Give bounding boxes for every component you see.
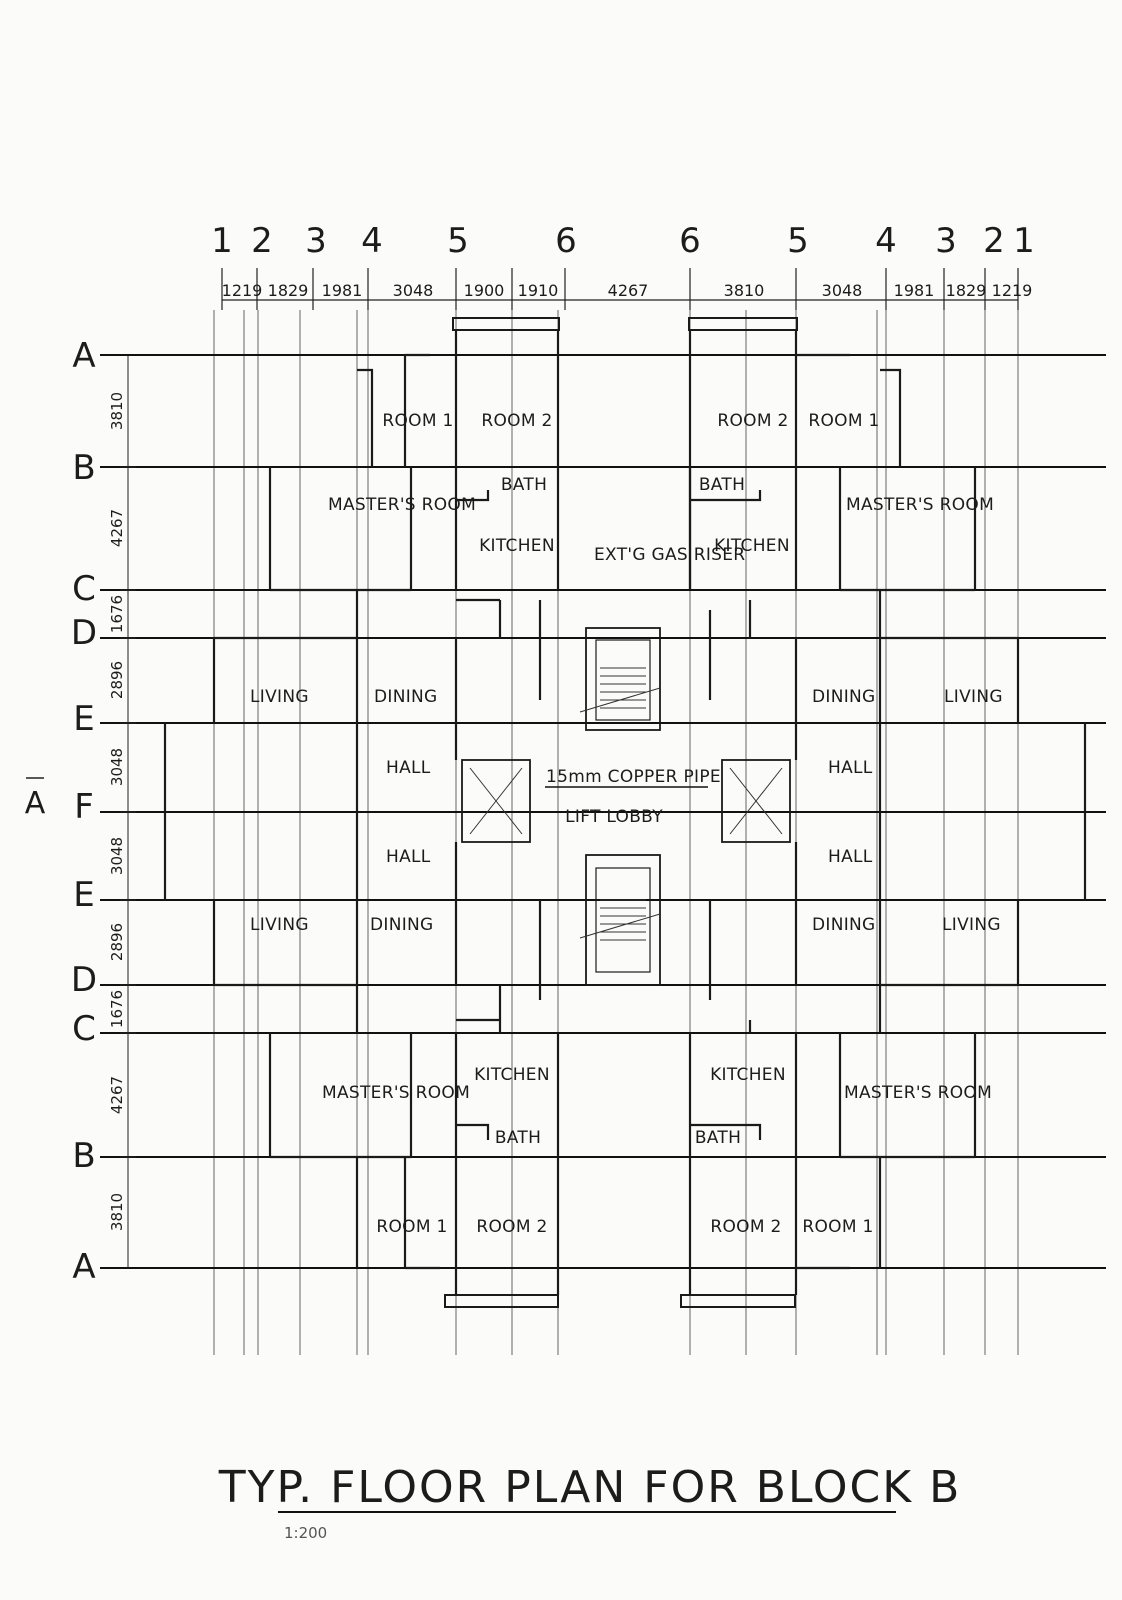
room-label: DINING: [812, 687, 876, 707]
room-label: LIVING: [250, 915, 309, 935]
room-label: BATH: [695, 1128, 741, 1148]
grid-col-label: 2: [983, 221, 1005, 261]
column-dimension: 1981: [894, 281, 935, 300]
room-label: ROOM 2: [476, 1217, 547, 1237]
room-labels: ROOM 1 ROOM 2 ROOM 2 ROOM 1 BATH BATH MA…: [250, 411, 1003, 1237]
row-dimension: 3810: [108, 1193, 126, 1231]
room-label: LIFT LOBBY: [565, 807, 663, 827]
grid-row-label: C: [72, 569, 96, 609]
room-label: BATH: [495, 1128, 541, 1148]
room-label: BATH: [699, 475, 745, 495]
room-label: LIVING: [944, 687, 1003, 707]
stair-treads: [579, 667, 661, 941]
room-label: EXT'G GAS RISER: [594, 545, 745, 565]
grid-col-label: 3: [935, 221, 957, 261]
drawing-scale: 1:200: [284, 1524, 327, 1542]
row-dimension-values: 3810 4267 1676 2896 3048 3048 2896 1676 …: [108, 392, 126, 1231]
column-dimension: 1900: [464, 281, 505, 300]
grid-col-label: 1: [1013, 221, 1035, 261]
grid-row-label: F: [74, 787, 94, 827]
grid-row-label: C: [72, 1009, 96, 1049]
column-grid-labels: 1 2 3 4 5 6 6 5 4 3 2 1: [211, 221, 1035, 261]
room-label: MASTER'S ROOM: [328, 495, 476, 515]
walls: [163, 317, 1087, 1308]
row-dimension: 1676: [108, 595, 126, 633]
room-label: BATH: [501, 475, 547, 495]
row-dimension: 3048: [108, 837, 126, 875]
room-label: ROOM 2: [710, 1217, 781, 1237]
room-label: KITCHEN: [474, 1065, 550, 1085]
room-label: ROOM 1: [382, 411, 453, 431]
left-dimension-chain: [120, 355, 136, 1268]
grid-row-label: D: [71, 613, 97, 653]
row-dimension: 3048: [108, 748, 126, 786]
room-label: DINING: [370, 915, 434, 935]
section-mark-label: A: [25, 786, 46, 821]
grid-col-label: 5: [447, 221, 469, 261]
grid-row-label: D: [71, 960, 97, 1000]
grid-row-label: B: [72, 448, 95, 488]
column-dimension: 1219: [992, 281, 1033, 300]
grid-col-label: 2: [251, 221, 273, 261]
room-label: ROOM 2: [717, 411, 788, 431]
grid-col-label: 5: [787, 221, 809, 261]
room-label: KITCHEN: [710, 1065, 786, 1085]
grid-col-label: 6: [679, 221, 701, 261]
row-dimension: 4267: [108, 509, 126, 547]
drawing-title-block: TYP. FLOOR PLAN FOR BLOCK B 1:200: [218, 1462, 962, 1542]
column-dimension: 1981: [322, 281, 363, 300]
row-grid-labels: A B C D E F E D C B A: [71, 336, 97, 1287]
column-dimension: 4267: [608, 281, 649, 300]
room-label: DINING: [374, 687, 438, 707]
row-dimension: 2896: [108, 923, 126, 961]
grid-col-label: 6: [555, 221, 577, 261]
grid-col-label: 3: [305, 221, 327, 261]
grid-row-label: B: [72, 1136, 95, 1176]
room-label: LIVING: [250, 687, 309, 707]
row-dimension: 1676: [108, 990, 126, 1028]
section-mark: A: [25, 777, 46, 821]
drawing-title: TYP. FLOOR PLAN FOR BLOCK B: [218, 1462, 962, 1513]
room-label: HALL: [828, 847, 873, 867]
column-dimension: 3810: [724, 281, 765, 300]
room-label: KITCHEN: [714, 536, 790, 556]
room-label: DINING: [812, 915, 876, 935]
top-dimension-chain: [221, 268, 1019, 310]
row-dimension: 3810: [108, 392, 126, 430]
room-label: HALL: [386, 758, 431, 778]
room-label: ROOM 1: [802, 1217, 873, 1237]
grid-row-label: A: [72, 336, 95, 376]
grid-row-label: E: [73, 699, 94, 739]
grid-row-label: E: [73, 875, 94, 915]
room-label: HALL: [386, 847, 431, 867]
grid-col-label: 1: [211, 221, 233, 261]
room-label: ROOM 1: [808, 411, 879, 431]
grid-row-label: A: [72, 1247, 95, 1287]
room-label: ROOM 1: [376, 1217, 447, 1237]
column-dimension-values: 1219 1829 1981 3048 1900 1910 4267 3810 …: [222, 281, 1033, 300]
column-dimension: 1829: [946, 281, 987, 300]
column-dimension: 3048: [393, 281, 434, 300]
room-label: HALL: [828, 758, 873, 778]
room-label: LIVING: [942, 915, 1001, 935]
room-label: MASTER'S ROOM: [322, 1083, 470, 1103]
grid-col-label: 4: [361, 221, 383, 261]
room-label: ROOM 2: [481, 411, 552, 431]
column-dimension: 1219: [222, 281, 263, 300]
room-label: KITCHEN: [479, 536, 555, 556]
room-label: MASTER'S ROOM: [844, 1083, 992, 1103]
room-label: MASTER'S ROOM: [846, 495, 994, 515]
row-dimension: 2896: [108, 661, 126, 699]
grid-col-label: 4: [875, 221, 897, 261]
column-dimension: 1910: [518, 281, 559, 300]
column-dimension: 1829: [268, 281, 309, 300]
room-label: 15mm COPPER PIPE: [546, 767, 721, 787]
lift-symbols: [469, 767, 783, 835]
column-dimension: 3048: [822, 281, 863, 300]
row-dimension: 4267: [108, 1076, 126, 1114]
